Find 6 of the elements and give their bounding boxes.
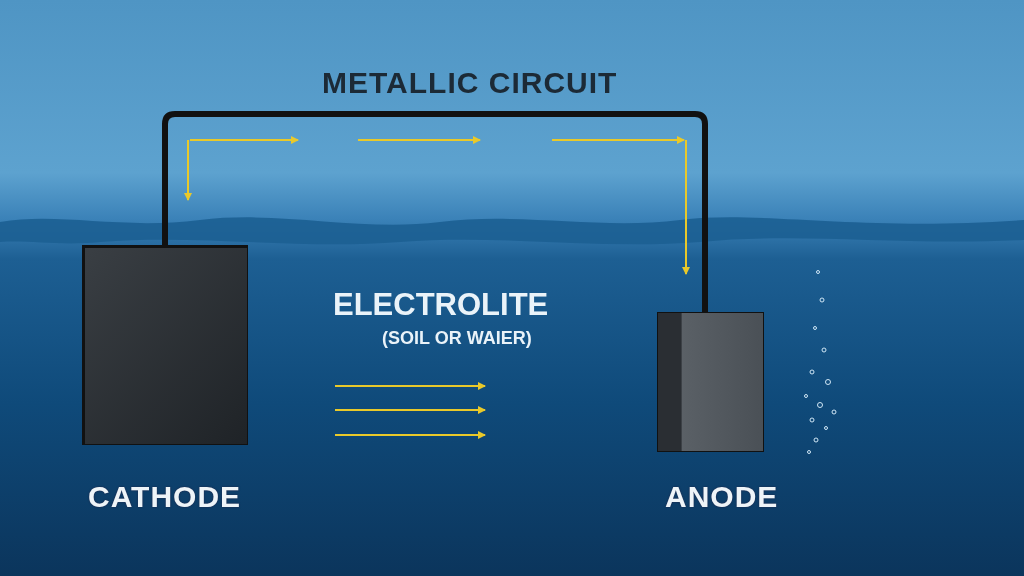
anode-label: ANODE [665, 480, 779, 514]
edge-label: METALLIC CIRCUIT [322, 66, 618, 100]
electrolyte-note: (SOIL OR WAIER) [382, 328, 532, 349]
wire [162, 111, 708, 312]
electrolyte-label: ELECTROLITE [333, 287, 549, 323]
cathode-label: CATHODE [88, 480, 242, 514]
